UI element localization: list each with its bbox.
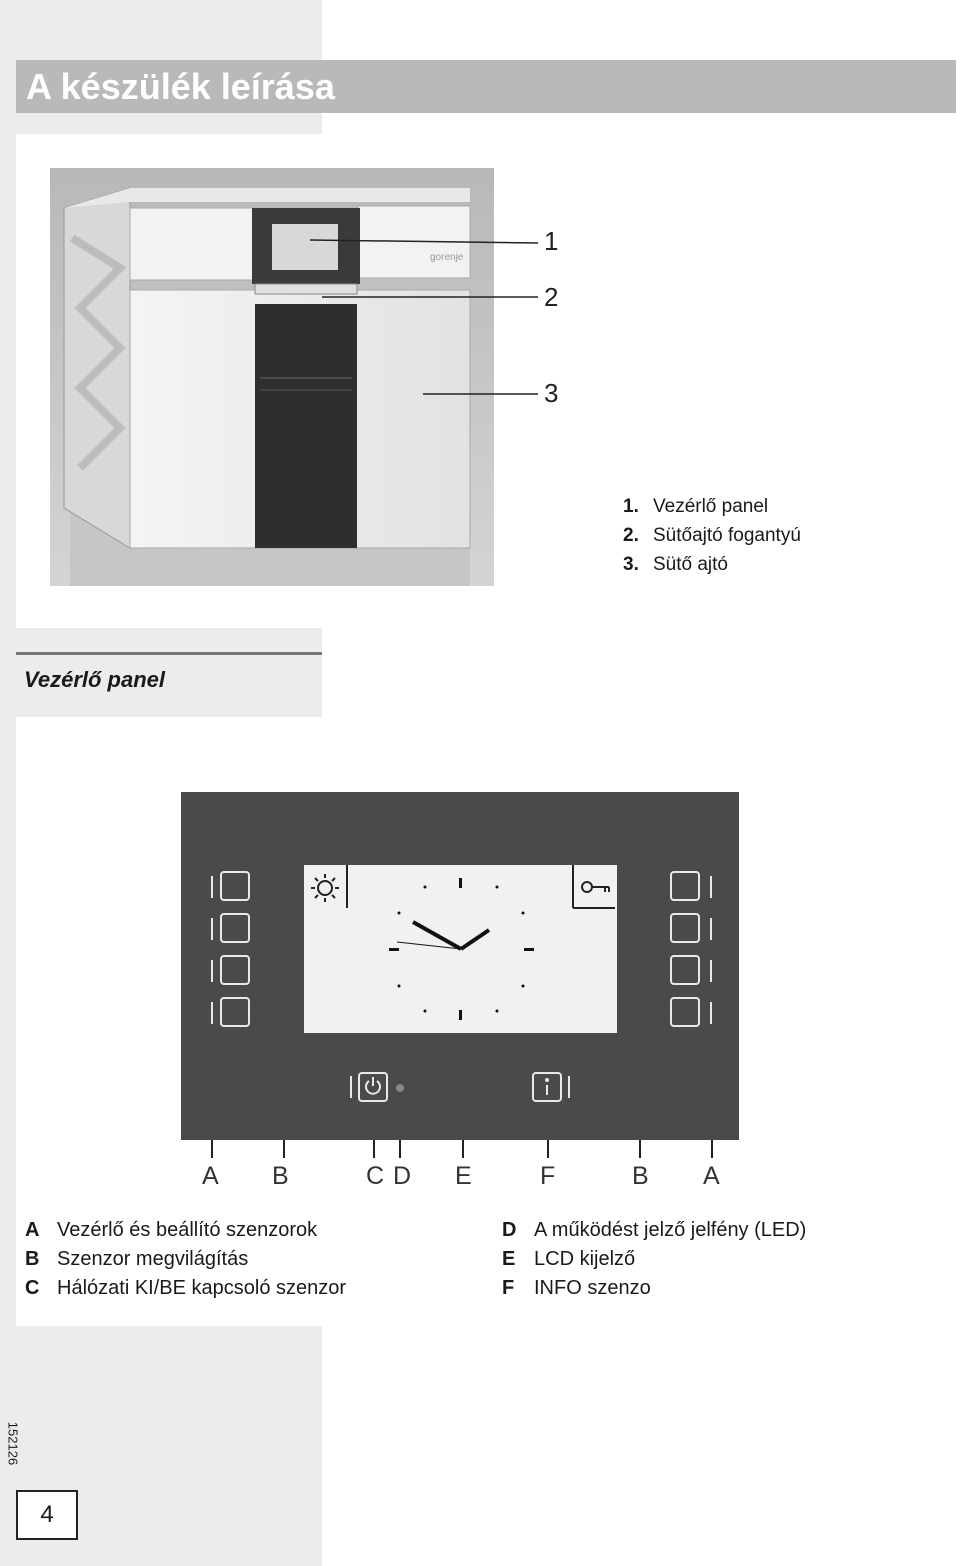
left-sensor-column: [211, 871, 250, 1027]
callout-2: 2: [544, 282, 559, 312]
panel-letter-b: B: [272, 1162, 289, 1190]
photo-legend-item: 1.Vezérlő panel: [623, 496, 769, 517]
photo-legend: 1.Vezérlő panel 2.Sütőajtó fogantyú 3.Sü…: [623, 492, 801, 579]
oven-photo: gorenje: [50, 168, 494, 586]
panel-letter-d: D: [393, 1162, 412, 1190]
panel-letter-c: C: [366, 1162, 385, 1190]
page-number: 4: [16, 1490, 78, 1540]
page-title: A készülék leírása: [26, 66, 335, 107]
document-code: 152126: [5, 1421, 21, 1466]
led-indicator: [396, 1084, 404, 1092]
panel-letter-a: A: [703, 1162, 720, 1190]
photo-legend-item: 3.Sütő ajtó: [623, 554, 728, 575]
panel-letter-e: E: [455, 1162, 472, 1190]
photo-legend-item: 2.Sütőajtó fogantyú: [623, 525, 801, 546]
info-icon: [532, 1072, 570, 1102]
callout-3: 3: [544, 378, 559, 408]
page-title-bar: A készülék leírása: [16, 60, 956, 113]
clock-icon: [389, 878, 534, 1020]
section-heading: Vezérlő panel: [16, 652, 322, 717]
control-panel-drawing: [211, 865, 712, 1102]
right-sensor-column: [670, 871, 712, 1027]
panel-letter-b: B: [632, 1162, 649, 1190]
key-icon: [572, 865, 615, 909]
panel-letter-a: A: [202, 1162, 219, 1190]
callout-1: 1: [544, 226, 559, 256]
panel-letter-f: F: [540, 1162, 556, 1190]
section-title: Vezérlő panel: [24, 667, 166, 692]
power-icon: [350, 1072, 388, 1102]
brand-logo: gorenje: [430, 252, 464, 263]
lamp-icon: [311, 865, 348, 908]
